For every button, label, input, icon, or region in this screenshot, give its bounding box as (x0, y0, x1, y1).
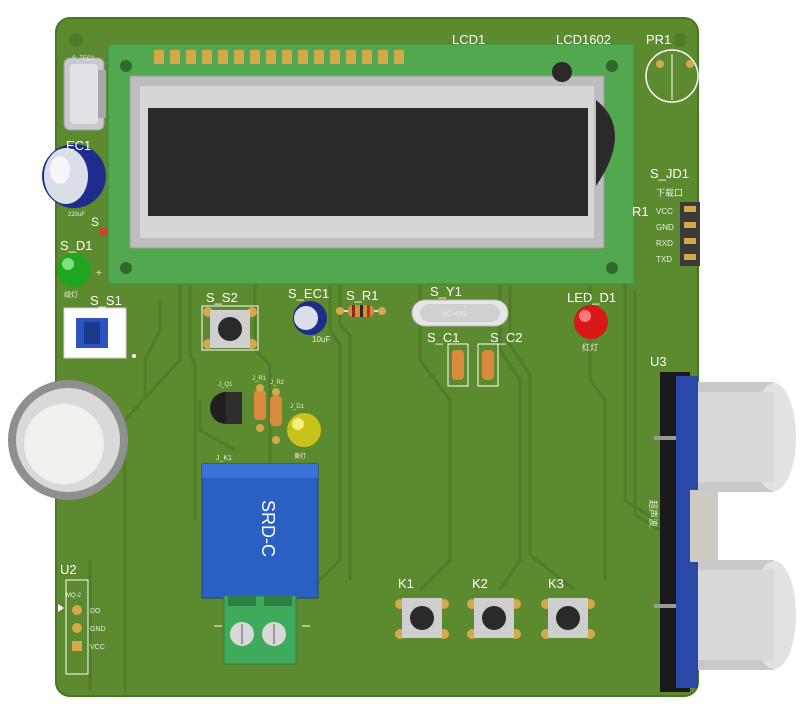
s-d1-sub: 绿灯 (64, 290, 78, 299)
pr1-label: PR1 (646, 32, 671, 47)
capacitor-ec1 (42, 144, 106, 208)
switch-s-s1[interactable] (63, 307, 136, 359)
resistor-small (100, 228, 108, 236)
lcd1602-label: LCD1602 (556, 32, 611, 47)
led-red (574, 305, 608, 339)
s-y1-label: S_Y1 (430, 284, 462, 299)
pin-gnd: GND (656, 223, 674, 232)
ultrasonic-sensor (654, 372, 796, 692)
jk1-label: J_K1 (216, 455, 232, 462)
button-k3[interactable] (541, 598, 595, 639)
ec1-label: EC1 (66, 138, 91, 153)
s-c2-label: S_C2 (490, 330, 523, 345)
resistor-s-r1 (336, 305, 386, 317)
s-d1-label: S_D1 (60, 238, 93, 253)
hcsr04-side-label: 超声波 (648, 500, 659, 527)
pin-txd: TXD (656, 255, 672, 264)
u2-module: MQ-2 (66, 593, 82, 599)
s-c1-label: S_C1 (427, 330, 460, 345)
pin-rxd: RXD (656, 239, 673, 248)
s-jd1-label: S_JD1 (650, 166, 689, 181)
button-k1[interactable] (395, 598, 449, 639)
capacitor-s-ec1 (293, 301, 327, 335)
transistor (210, 392, 242, 424)
s-r1-label: S_R1 (346, 288, 379, 303)
download-header (680, 202, 700, 266)
button-k2[interactable] (467, 598, 521, 639)
crystal-s-y1 (411, 299, 509, 327)
pin-vcc: VCC (656, 207, 673, 216)
led-d1-label: LED_D1 (567, 290, 616, 305)
k2-label: K2 (472, 576, 488, 591)
button-s-s2[interactable] (201, 305, 259, 351)
resistors-pair (254, 384, 282, 444)
s-s2-label: S_S2 (206, 290, 238, 305)
s-ec1-label: S_EC1 (288, 286, 329, 301)
u2-vcc: VCC (90, 644, 105, 651)
u2-header (58, 579, 89, 675)
jr-a-label: J_R1 (252, 376, 267, 382)
jd1-label: J_D1 (290, 404, 305, 410)
relay (201, 463, 319, 599)
led-yellow (287, 413, 321, 447)
s-y1-value: HC-49S (442, 311, 467, 318)
lcd-module (107, 43, 635, 285)
jd1-sub: 黄灯 (294, 452, 306, 460)
led-d1-sub: 红灯 (582, 342, 598, 352)
capacitor-s-c1 (447, 343, 469, 387)
usb-label: S_TEC1 (72, 56, 95, 62)
xiazai-label: 下载口 (656, 187, 683, 198)
terminal-block (223, 595, 297, 665)
u3-label: U3 (650, 354, 667, 369)
lcd1-label: LCD1 (452, 32, 485, 47)
relay-model: SRD-C (258, 500, 278, 557)
jr-b-label: J_R2 (270, 380, 285, 386)
gas-sensor (8, 380, 128, 500)
u2-gnd: GND (90, 626, 106, 633)
s-partial-label: S (91, 215, 99, 229)
ec1-value: 220uF (68, 212, 85, 218)
s-ec1-value: 10uF (312, 335, 330, 344)
jq1-label: J_Q1 (218, 382, 233, 388)
k1-label: K1 (398, 576, 414, 591)
k3-label: K3 (548, 576, 564, 591)
led-green (57, 253, 91, 287)
u2-do: DO (90, 608, 101, 615)
usb-connector (63, 57, 106, 131)
u2-label: U2 (60, 562, 77, 577)
svg-text:+: + (96, 268, 102, 279)
s-s1-label: S_S1 (90, 293, 122, 308)
capacitor-s-c2 (477, 343, 499, 387)
photoresistor (645, 49, 699, 103)
r1-label: R1 (632, 204, 649, 219)
